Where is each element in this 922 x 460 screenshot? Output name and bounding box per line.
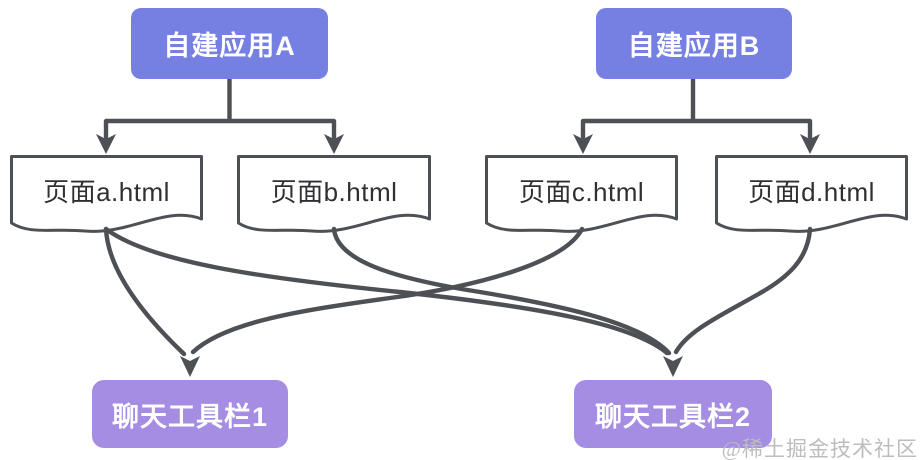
- edge-page-b-toolbar-2: [331, 226, 672, 356]
- node-toolbar-1: 聊天工具栏1: [92, 380, 288, 448]
- edge-app-b-to-pages: [580, 75, 813, 140]
- edge-page-d-toolbar-2: [673, 226, 813, 355]
- page-a-shape: [10, 155, 203, 233]
- node-page-c-label: 页面c.html: [518, 176, 645, 207]
- arrowhead-toolbar-1: [180, 356, 200, 377]
- node-toolbar-1-label: 聊天工具栏1: [111, 401, 269, 432]
- node-toolbar-2-label: 聊天工具栏2: [594, 401, 752, 432]
- node-page-d-label: 页面d.html: [748, 176, 875, 207]
- watermark-text: @稀土掘金技术社区: [721, 437, 918, 460]
- node-app-a: 自建应用A: [131, 8, 328, 79]
- node-app-b: 自建应用B: [596, 8, 792, 79]
- arrowhead-toolbar-2: [663, 356, 683, 377]
- arrowhead-page-d: [800, 134, 820, 154]
- arrowhead-page-c: [573, 134, 593, 154]
- node-page-b-label: 页面b.html: [270, 176, 398, 207]
- node-page-a-label: 页面a.html: [43, 176, 170, 207]
- node-toolbar-2: 聊天工具栏2: [574, 380, 772, 448]
- edge-page-a-toolbar-2: [103, 226, 670, 356]
- arrowhead-page-b: [324, 134, 344, 154]
- page-b-shape: [237, 155, 431, 233]
- edge-page-c-toolbar-1: [190, 226, 585, 355]
- page-d-shape: [715, 155, 908, 233]
- node-app-b-label: 自建应用B: [627, 31, 761, 61]
- arrowhead-page-a: [96, 134, 116, 154]
- node-app-a-label: 自建应用A: [163, 31, 296, 61]
- page-c-shape: [485, 155, 678, 233]
- edge-app-a-to-pages: [103, 75, 337, 140]
- edge-page-a-toolbar-1: [103, 226, 187, 357]
